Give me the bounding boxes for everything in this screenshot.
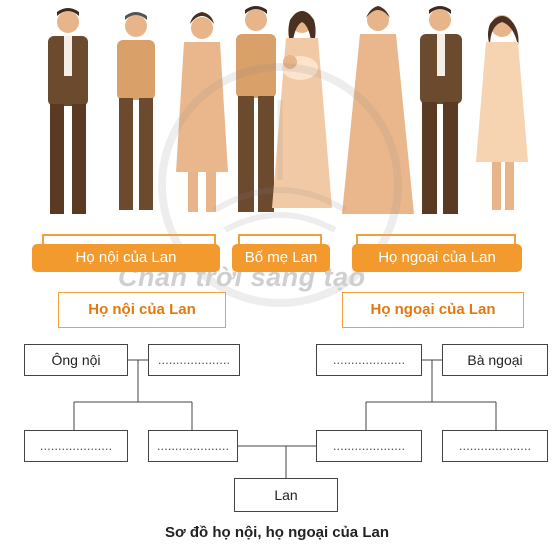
grandmother-maternal-box: Bà ngoại (442, 344, 548, 376)
maternal-relative-blank[interactable]: .................... (442, 430, 548, 462)
family-illustration (48, 6, 528, 214)
parents-bracket (238, 234, 322, 246)
child-box-lan: Lan (234, 478, 338, 512)
paternal-grandfather-2-figure (117, 12, 155, 210)
mother-blank[interactable]: .................... (316, 430, 422, 462)
maternal-bracket (356, 234, 516, 246)
maternal-grandmother-figure (342, 6, 414, 214)
parents-group-label: Bố mẹ Lan (232, 244, 330, 272)
watermark-logo (158, 63, 402, 307)
paternal-grandfather-figure (48, 8, 88, 214)
paternal-title-box: Họ nội của Lan (58, 292, 226, 328)
paternal-group-label: Họ nội của Lan (32, 244, 220, 272)
maternal-aunt-figure (476, 15, 528, 210)
paternal-bracket (42, 234, 216, 246)
grandfather-paternal-box: Ông nội (24, 344, 128, 376)
grandfather-maternal-blank[interactable]: .................... (316, 344, 422, 376)
paternal-relative-blank[interactable]: .................... (24, 430, 128, 462)
maternal-grandfather-figure (420, 6, 462, 214)
paternal-grandmother-figure (176, 12, 228, 212)
maternal-title-box: Họ ngoại của Lan (342, 292, 524, 328)
father-blank[interactable]: .................... (148, 430, 238, 462)
mother-figure (272, 11, 332, 208)
grandmother-paternal-blank[interactable]: .................... (148, 344, 240, 376)
maternal-group-label: Họ ngoại của Lan (352, 244, 522, 272)
diagram-caption: Sơ đồ họ nội, họ ngoại của Lan (165, 524, 389, 541)
father-figure (236, 6, 276, 212)
